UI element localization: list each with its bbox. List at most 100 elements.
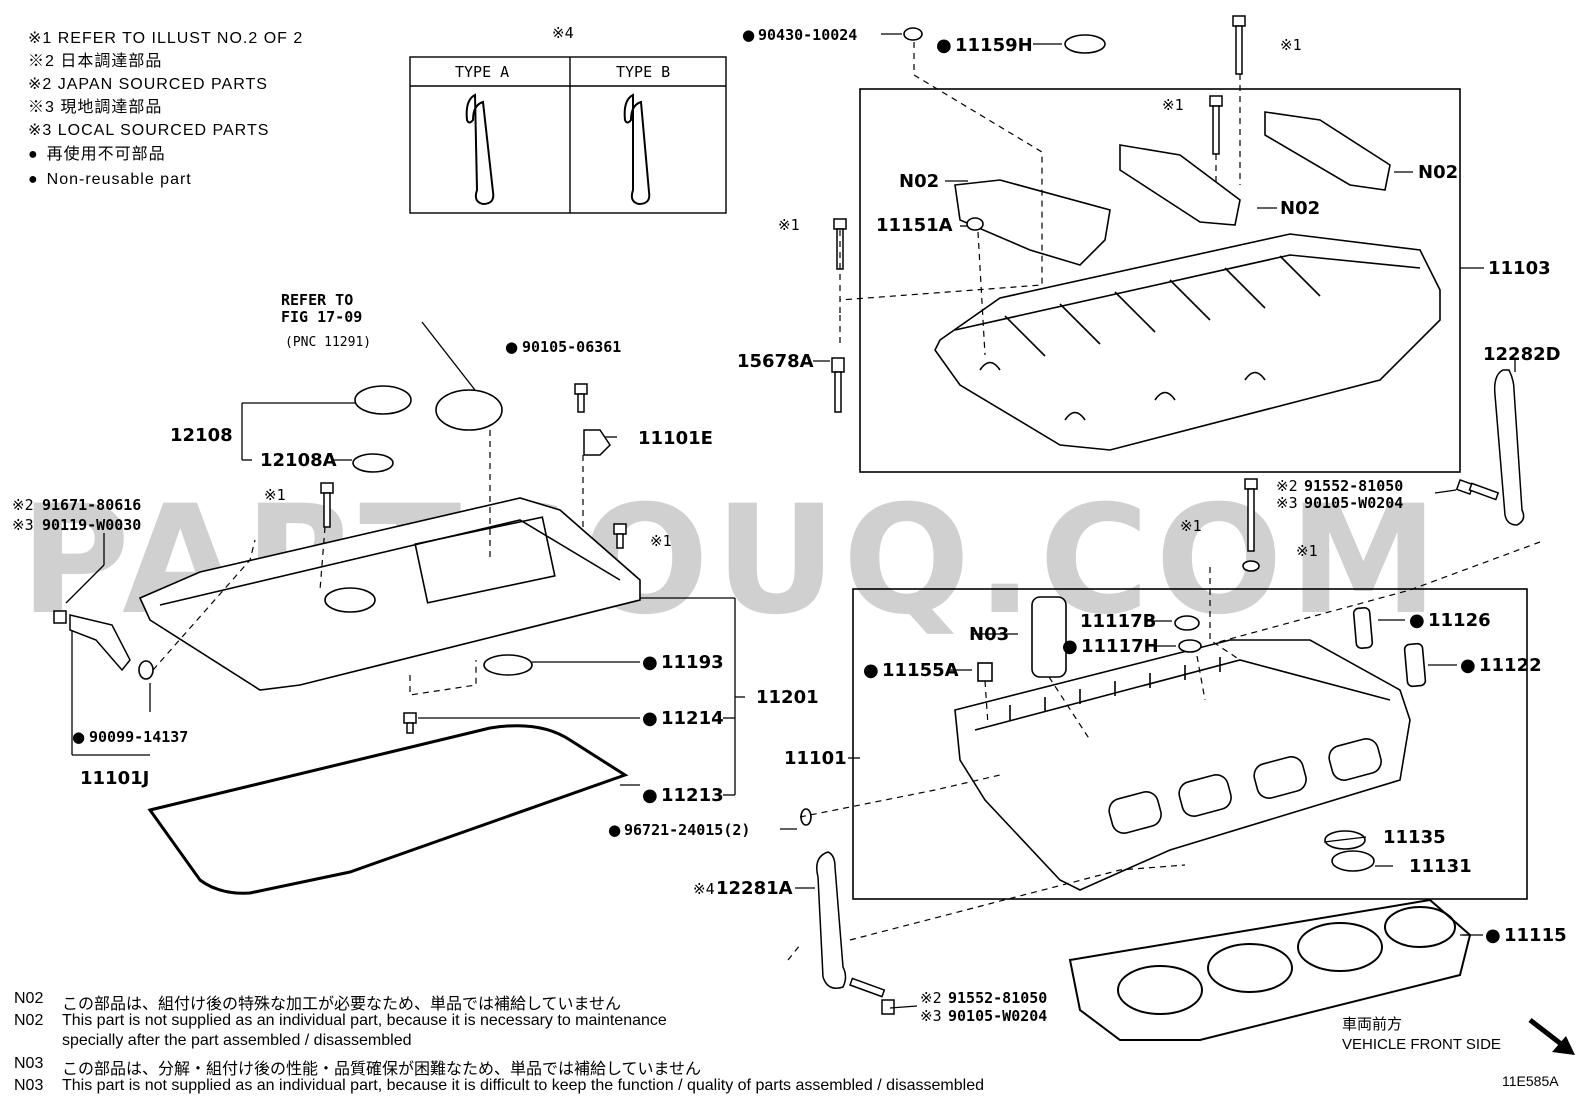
label-90105-06361: 90105-06361 [522, 338, 621, 356]
valve-guide-11122-illustration [1403, 642, 1427, 688]
marker-3: ※3 [920, 1007, 942, 1025]
type-b-bracket-icon [623, 93, 651, 206]
small-parts [138, 27, 1427, 872]
dot-icon: ● [608, 821, 621, 839]
label-12108a: 12108A [260, 450, 337, 471]
bolt-illustration [1209, 95, 1223, 107]
camshaft-housing-illustration [934, 111, 1441, 451]
bracket-12282d-illustration [1493, 369, 1525, 526]
label-12282d: 12282D [1483, 344, 1561, 365]
label-n02: N02 [1280, 198, 1320, 219]
ring-11117h-illustration [1178, 639, 1202, 653]
vehicle-front-jp: 車両前方 [1342, 1016, 1403, 1033]
label-11151a: 11151A [876, 215, 953, 236]
dot-icon: ● [863, 660, 879, 681]
label-11213: 11213 [661, 785, 724, 806]
dot-icon: ● [642, 708, 658, 729]
valve-guide-11126-illustration [1352, 606, 1374, 650]
pin-11155a-illustration [977, 662, 993, 682]
dot-icon: ● [1460, 655, 1476, 676]
washer-illustration [1242, 560, 1260, 572]
seal-11131-illustration [1331, 850, 1375, 872]
refer-line-1: REFER TO [281, 291, 353, 309]
type-a-bracket-icon [465, 93, 495, 206]
oil-filler-cap-illustration [354, 385, 412, 415]
marker-1: ※1 [650, 532, 672, 550]
bolt-illustration [833, 218, 847, 230]
footnote-text: specially after the part assembled / dis… [62, 1032, 412, 1049]
label-11193: 11193 [661, 652, 724, 673]
marker-2: ※2 [920, 989, 942, 1007]
legend-bullet-en: Non-reusable part [28, 171, 192, 188]
type-table [409, 56, 727, 214]
footnote-code: N03 [14, 1055, 44, 1072]
legend-line: ※2 JAPAN SOURCED PARTS [28, 76, 268, 93]
footnote-text: この部品は、分解・組付け後の性能・品質確保が困難なため、単品では補給していません [62, 1061, 702, 1078]
bolt-illustration [613, 523, 627, 535]
marker-1: ※1 [778, 216, 800, 234]
dot-icon: ● [1062, 636, 1078, 657]
oil-control-valve-illustration [53, 610, 67, 624]
legend-line: ※2 日本調達部品 [28, 53, 163, 70]
cylinder-head-frame [852, 588, 1528, 900]
bolt-illustration [1244, 478, 1258, 490]
refer-line-3: (PNC 11291) [285, 335, 371, 350]
vehicle-front-en: VEHICLE FRONT SIDE [1342, 1036, 1501, 1053]
seal-11193-illustration [483, 654, 533, 676]
bracket-12281a-illustration [816, 851, 847, 989]
label-12281a: 12281A [716, 878, 793, 899]
dot-icon: ● [72, 728, 85, 746]
cylinder-head-illustration [954, 639, 1411, 891]
vehicle-front-arrow-icon [1528, 1018, 1575, 1055]
label-11159h: 11159H [955, 35, 1033, 56]
label-n02: N02 [1418, 162, 1458, 183]
marker-2: ※2 [12, 496, 34, 514]
marker-3: ※3 [12, 516, 34, 534]
label-15678a: 15678A [737, 351, 814, 372]
label-90099-14137: 90099-14137 [89, 728, 188, 746]
label-11201: 11201 [756, 687, 819, 708]
label-11117b: 11117B [1080, 611, 1156, 632]
label-90119-w0030: 90119-W0030 [42, 516, 141, 534]
footnote-text: This part is not supplied as an individu… [62, 1077, 984, 1094]
bolt-illustration [574, 383, 588, 395]
label-n02: N02 [899, 171, 939, 192]
label-11131: 11131 [1409, 856, 1472, 877]
label-90430-10024: 90430-10024 [758, 26, 857, 44]
plate-11159h-illustration [1064, 34, 1106, 54]
footnote-code: N02 [14, 1012, 44, 1029]
label-12108: 12108 [170, 425, 233, 446]
marker-1: ※1 [264, 486, 286, 504]
refer-line-2: FIG 17-09 [281, 308, 362, 326]
dot-icon: ● [505, 338, 518, 356]
marker-1: ※1 [1162, 96, 1184, 114]
label-11135: 11135 [1383, 827, 1446, 848]
type-table-marker: ※4 [552, 24, 574, 42]
label-11126: 11126 [1428, 610, 1491, 631]
sensor-11101e-illustration [583, 429, 611, 456]
label-11101j: 11101J [80, 768, 149, 789]
type-a-label: TYPE A [455, 63, 509, 81]
label-11101e: 11101E [638, 428, 713, 449]
dot-icon: ● [936, 35, 952, 56]
label-91552-81050: 91552-81050 [948, 989, 1047, 1007]
footnote-code: N02 [14, 990, 44, 1007]
label-90105-w0204: 90105-W0204 [1304, 494, 1403, 512]
footnote-text: この部品は、組付け後の特殊な加工が必要なため、単品では補給していません [62, 996, 622, 1013]
bolt-illustration [403, 712, 417, 724]
washer-90430-illustration [903, 27, 923, 41]
dot-icon: ● [642, 652, 658, 673]
label-11101: 11101 [784, 748, 847, 769]
stud-15678a-illustration [831, 357, 845, 373]
bolt-illustration [1232, 15, 1246, 27]
label-11214: 11214 [661, 708, 724, 729]
dot-icon: ● [1485, 925, 1501, 946]
marker-2: ※2 [1276, 477, 1298, 495]
marker-1: ※1 [1180, 517, 1202, 535]
plug-11117b-illustration [1174, 615, 1200, 631]
label-11155a: 11155A [882, 660, 959, 681]
head-cover-gasket-illustration [147, 724, 629, 895]
legend-line: ※1 REFER TO ILLUST NO.2 OF 2 [28, 30, 304, 47]
oring-90099-illustration [138, 660, 154, 680]
